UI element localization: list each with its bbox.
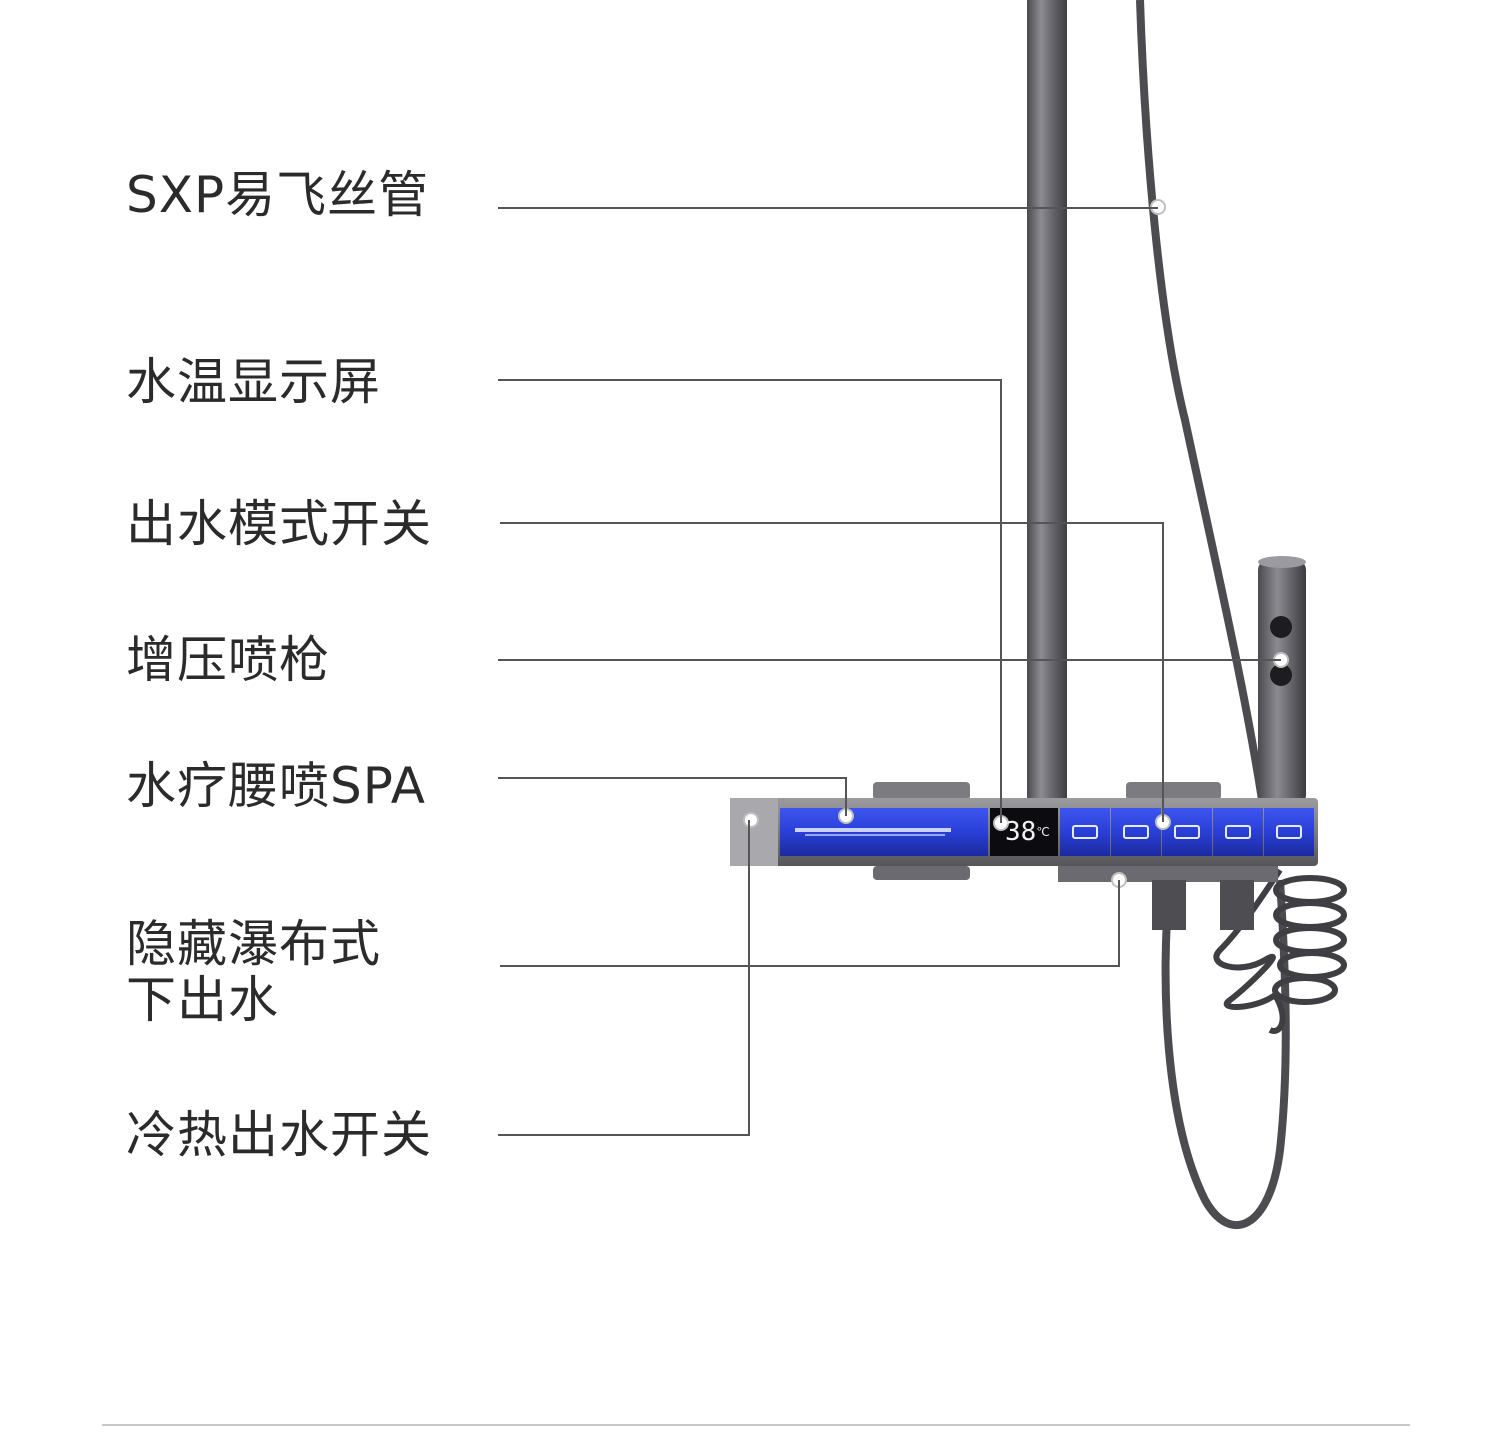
callout-spray-gun: 增压喷枪 xyxy=(126,631,330,689)
spray-gun-button-2 xyxy=(1270,664,1292,686)
spring-coil xyxy=(1213,868,1347,1034)
callout-hose: SXP易飞丝管 xyxy=(126,166,430,224)
hose-loop xyxy=(1161,879,1290,1230)
callout-hot-cold: 冷热出水开关 xyxy=(126,1106,432,1164)
spray-gun-button-1 xyxy=(1270,616,1292,638)
callout-waterfall-line1: 隐藏瀑布式 xyxy=(126,915,381,973)
riser-pipe xyxy=(1027,0,1067,800)
leader-waterfall xyxy=(500,880,1120,967)
temperature-value: 38 xyxy=(1005,817,1037,847)
callout-display: 水温显示屏 xyxy=(126,353,381,411)
callout-spa: 水疗腰喷SPA xyxy=(126,757,426,815)
mode-buttons xyxy=(1060,808,1314,856)
leader-display xyxy=(498,379,1002,823)
leader-mode-switch xyxy=(500,522,1164,822)
callout-waterfall: 隐藏瀑布式 下出水 xyxy=(126,916,381,1028)
callout-mode-switch: 出水模式开关 xyxy=(126,495,432,553)
leader-spa xyxy=(498,777,847,816)
callout-waterfall-line2: 下出水 xyxy=(126,971,279,1029)
bottom-divider xyxy=(102,1424,1410,1426)
sxp-hose xyxy=(1136,0,1266,801)
temperature-readout: 38℃ xyxy=(1005,815,1050,849)
callout-dots xyxy=(743,199,1289,888)
leader-hot-cold xyxy=(498,820,750,1136)
temperature-unit: ℃ xyxy=(1036,825,1050,839)
